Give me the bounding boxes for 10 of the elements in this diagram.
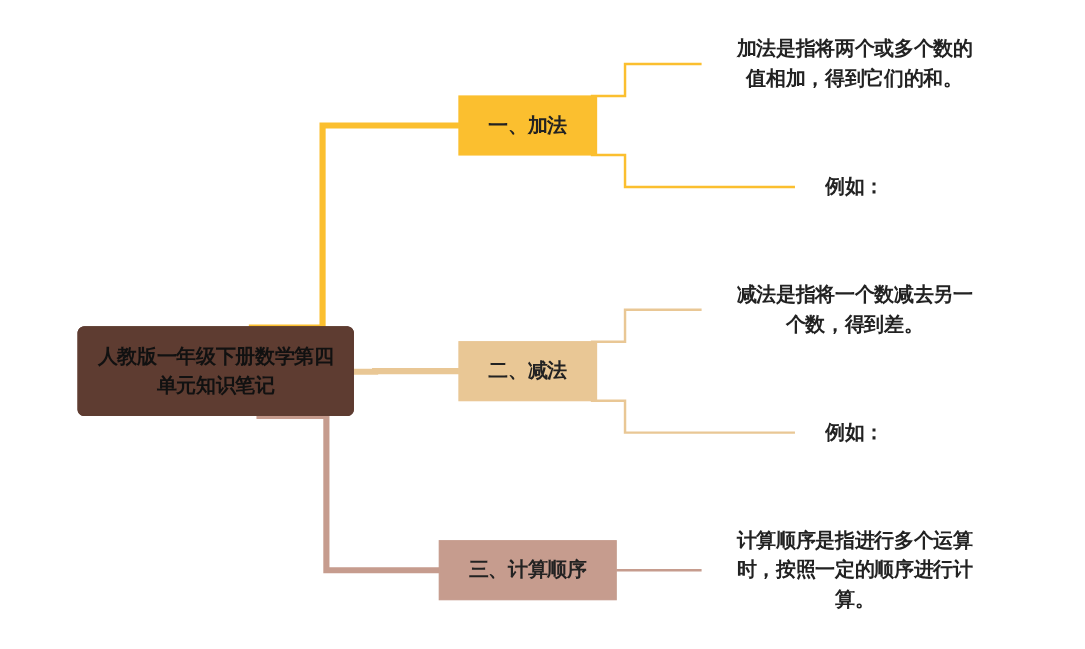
node-box: 三、计算顺序 (438, 540, 617, 601)
node-box: 二、减法 (458, 341, 598, 402)
node-text: 加法是指将两个或多个数的值相加，得到它们的和。 (736, 37, 973, 90)
node-text: 减法是指将一个数减去另一个数，得到差。 (736, 282, 973, 336)
connector (616, 568, 703, 572)
node-box: 一、加法 (458, 95, 598, 156)
node-text: 例如： (825, 420, 885, 444)
node-text: 例如： (825, 174, 885, 198)
node-text: 计算顺序是指进行多个运算时，按照一定的顺序进行计算。 (736, 528, 973, 611)
connector (353, 368, 459, 375)
